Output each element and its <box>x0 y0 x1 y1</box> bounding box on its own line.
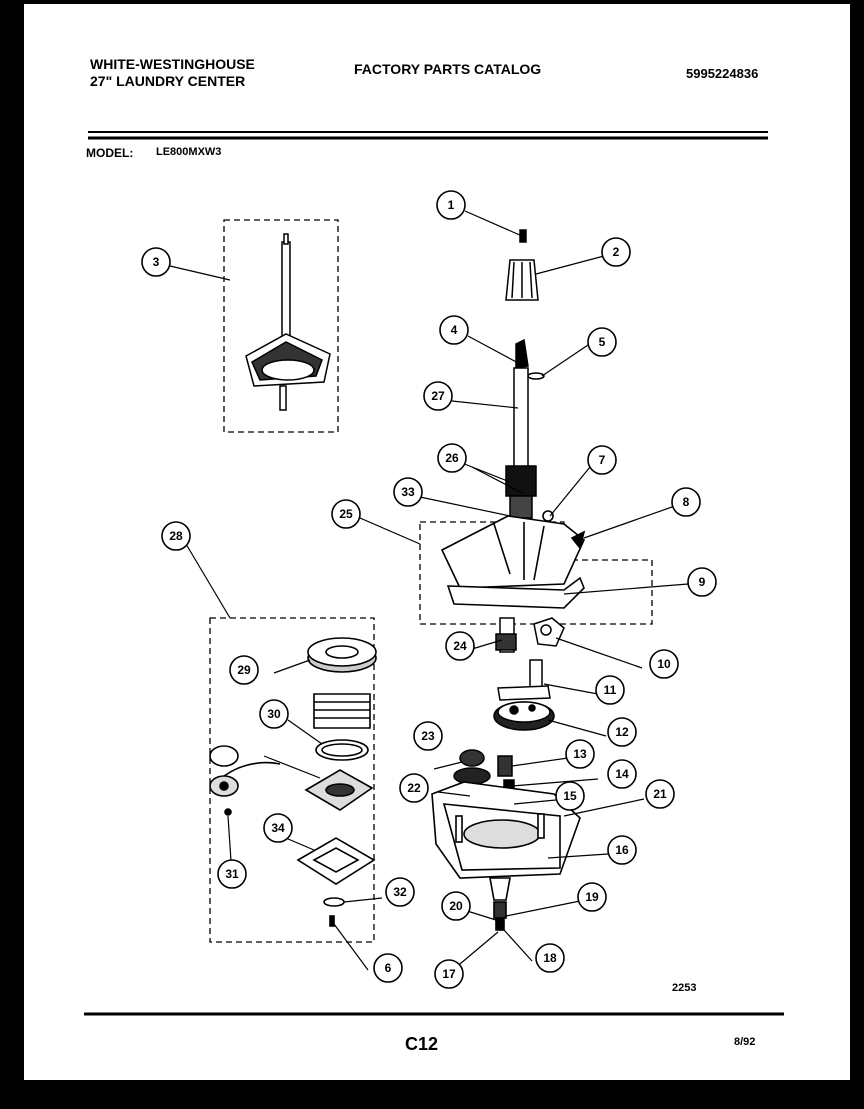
agitator-cap-parts <box>505 229 539 301</box>
svg-text:6: 6 <box>385 961 392 975</box>
svg-text:28: 28 <box>169 529 183 543</box>
callout-29: 29 <box>229 655 259 685</box>
callout-11: 11 <box>595 675 625 705</box>
callout-2: 2 <box>601 237 631 267</box>
svg-text:19: 19 <box>585 890 599 904</box>
manufacturer-name: WHITE-WESTINGHOUSE <box>90 56 255 72</box>
callout-22: 22 <box>399 773 429 803</box>
callout-24: 24 <box>445 631 475 661</box>
svg-text:26: 26 <box>445 451 459 465</box>
callout-32: 32 <box>385 877 415 907</box>
callout-19: 19 <box>577 882 607 912</box>
svg-text:30: 30 <box>267 707 281 721</box>
svg-text:25: 25 <box>339 507 353 521</box>
svg-text:14: 14 <box>615 767 629 781</box>
svg-text:24: 24 <box>453 639 467 653</box>
callout-12: 12 <box>607 717 637 747</box>
svg-text:15: 15 <box>563 789 577 803</box>
parts-sheet: WHITE-WESTINGHOUSE 27" LAUNDRY CENTER FA… <box>24 4 850 1080</box>
svg-text:32: 32 <box>393 885 407 899</box>
callout-6: 6 <box>373 953 403 983</box>
svg-text:16: 16 <box>615 843 629 857</box>
callout-18: 18 <box>535 943 565 973</box>
exploded-parts-diagram: 1 2 3 4 5 27 26 7 33 8 25 28 9 24 10 29 … <box>84 131 784 1016</box>
svg-text:29: 29 <box>237 663 251 677</box>
callout-33: 33 <box>393 477 423 507</box>
callout-15: 15 <box>555 781 585 811</box>
revision-date: 8/92 <box>734 1036 756 1048</box>
callout-27: 27 <box>423 381 453 411</box>
transmission-assembly-part <box>245 233 331 411</box>
callout-28: 28 <box>161 521 191 551</box>
manufacturer-block: WHITE-WESTINGHOUSE 27" LAUNDRY CENTER <box>90 56 255 90</box>
drive-pinion-parts <box>495 617 565 701</box>
callout-25: 25 <box>331 499 361 529</box>
model-value: LE800MXW3 <box>156 146 222 158</box>
svg-text:18: 18 <box>543 951 557 965</box>
callout-4: 4 <box>439 315 469 345</box>
product-line: 27" LAUNDRY CENTER <box>90 73 246 89</box>
header-rules <box>84 131 784 1016</box>
callout-20: 20 <box>441 891 471 921</box>
dashed-assembly-boxes <box>209 219 653 943</box>
svg-text:2: 2 <box>613 245 620 259</box>
svg-text:23: 23 <box>421 729 435 743</box>
svg-text:20: 20 <box>449 899 463 913</box>
assembly-box-28 <box>209 617 375 943</box>
svg-text:7: 7 <box>599 453 606 467</box>
callout-23: 23 <box>413 721 443 751</box>
callout-26: 26 <box>437 443 467 473</box>
callout-3: 3 <box>141 247 171 277</box>
catalog-part-number: 5995224836 <box>686 66 759 81</box>
drawing-number: 2253 <box>672 982 697 994</box>
svg-text:11: 11 <box>604 683 617 697</box>
svg-text:3: 3 <box>153 255 160 269</box>
callout-8: 8 <box>671 487 701 517</box>
callout-7: 7 <box>587 445 617 475</box>
svg-text:22: 22 <box>407 781 421 795</box>
callout-9: 9 <box>687 567 717 597</box>
tub-bearing-parts <box>209 637 377 927</box>
callout-13: 13 <box>565 739 595 769</box>
svg-text:1: 1 <box>448 198 455 212</box>
callout-1: 1 <box>436 190 466 220</box>
svg-text:8: 8 <box>683 495 690 509</box>
assembly-box-25 <box>419 521 653 625</box>
callout-21: 21 <box>645 779 675 809</box>
assembly-box-3 <box>223 219 339 433</box>
gearcase-cover-parts <box>440 510 586 609</box>
callout-34: 34 <box>263 813 293 843</box>
svg-text:21: 21 <box>653 787 667 801</box>
callout-31: 31 <box>217 859 247 889</box>
agitator-shaft-parts <box>505 338 545 519</box>
svg-text:31: 31 <box>225 867 239 881</box>
svg-text:12: 12 <box>615 725 629 739</box>
catalog-title: FACTORY PARTS CATALOG <box>354 61 542 77</box>
svg-text:34: 34 <box>271 821 285 835</box>
svg-text:33: 33 <box>401 485 415 499</box>
svg-text:13: 13 <box>573 747 587 761</box>
page-number: C12 <box>405 1034 439 1054</box>
callout-5: 5 <box>587 327 617 357</box>
svg-text:27: 27 <box>431 389 445 403</box>
callout-14: 14 <box>607 759 637 789</box>
svg-text:9: 9 <box>699 575 706 589</box>
callout-17: 17 <box>434 959 464 989</box>
callout-10: 10 <box>649 649 679 679</box>
svg-text:5: 5 <box>599 335 606 349</box>
leader-lines <box>169 210 689 975</box>
svg-text:10: 10 <box>657 657 671 671</box>
callout-30: 30 <box>259 699 289 729</box>
svg-text:17: 17 <box>442 967 456 981</box>
svg-text:4: 4 <box>451 323 458 337</box>
model-label: MODEL: <box>86 146 134 160</box>
callouts: 1 2 3 4 5 27 26 7 33 8 25 28 9 24 10 29 … <box>141 190 717 989</box>
gearcase-parts <box>431 781 581 931</box>
callout-16: 16 <box>607 835 637 865</box>
